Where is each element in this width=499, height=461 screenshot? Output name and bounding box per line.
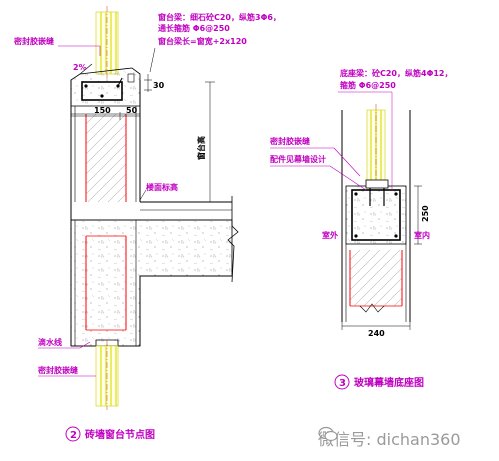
left-title-text: 砖墙窗台节点图: [85, 428, 155, 441]
right-title-number: 3: [339, 378, 346, 389]
right-title-text: 玻璃幕墙底座图: [354, 376, 424, 389]
label-sill-length: 窗台梁长=窗宽+2x120: [158, 36, 247, 46]
right-leaders: [270, 91, 393, 191]
right-dimensions: [341, 185, 422, 330]
right-brick-wall: [345, 244, 407, 322]
dim-240: 240: [368, 329, 385, 338]
left-sill-beam: [70, 67, 141, 107]
left-floor-slab: [70, 196, 239, 347]
label-sill-spec-2: 通长箍筋 Φ6@250: [158, 23, 230, 33]
label-base-beam-2: 箍筋 Φ6@250: [340, 80, 396, 90]
label-base-beam-1: 底座梁：砼C20，纵筋4Φ12，: [339, 68, 453, 78]
right-detail: [270, 91, 422, 330]
left-top-window: [95, 6, 119, 82]
label-parts: 配件见幕墙设计: [270, 154, 326, 164]
right-title: 3 玻璃幕墙底座图: [334, 374, 424, 390]
left-detail: [38, 6, 239, 410]
left-title-number: 2: [70, 430, 77, 441]
label-inside: 室内: [414, 230, 430, 240]
label-slope: 2%: [73, 63, 87, 72]
right-base-beam: [345, 179, 407, 245]
right-glass: [366, 104, 386, 186]
label-drip-line: 滴水线: [38, 337, 62, 347]
left-bottom-window: [71, 339, 140, 410]
dim-150: 150: [94, 106, 111, 115]
watermark-text: 微信号: dichan360: [318, 430, 461, 449]
left-leaders: [38, 45, 156, 377]
dim-250: 250: [421, 205, 430, 222]
watermark: 微信号: dichan360: [318, 426, 461, 450]
left-title: 2 砖墙窗台节点图: [65, 426, 155, 442]
wechat-icon: [318, 426, 338, 442]
label-sill-spec-1: 窗台梁：细石砼C20，纵筋3Φ6，: [158, 12, 281, 22]
left-dimensions: [71, 74, 215, 203]
dim-30: 30: [153, 81, 165, 90]
label-sealant-bottom: 密封胶嵌缝: [37, 365, 78, 375]
label-sealant-top: 密封胶嵌缝: [13, 36, 54, 46]
label-floor-level: 楼面标高: [146, 182, 178, 192]
dim-sill-height: 窗台高: [196, 136, 206, 160]
label-outside: 室外: [322, 230, 338, 240]
dim-50: 50: [126, 106, 138, 115]
left-brick-upper: [71, 106, 140, 202]
label-right-sealant: 密封胶嵌缝: [269, 136, 310, 146]
